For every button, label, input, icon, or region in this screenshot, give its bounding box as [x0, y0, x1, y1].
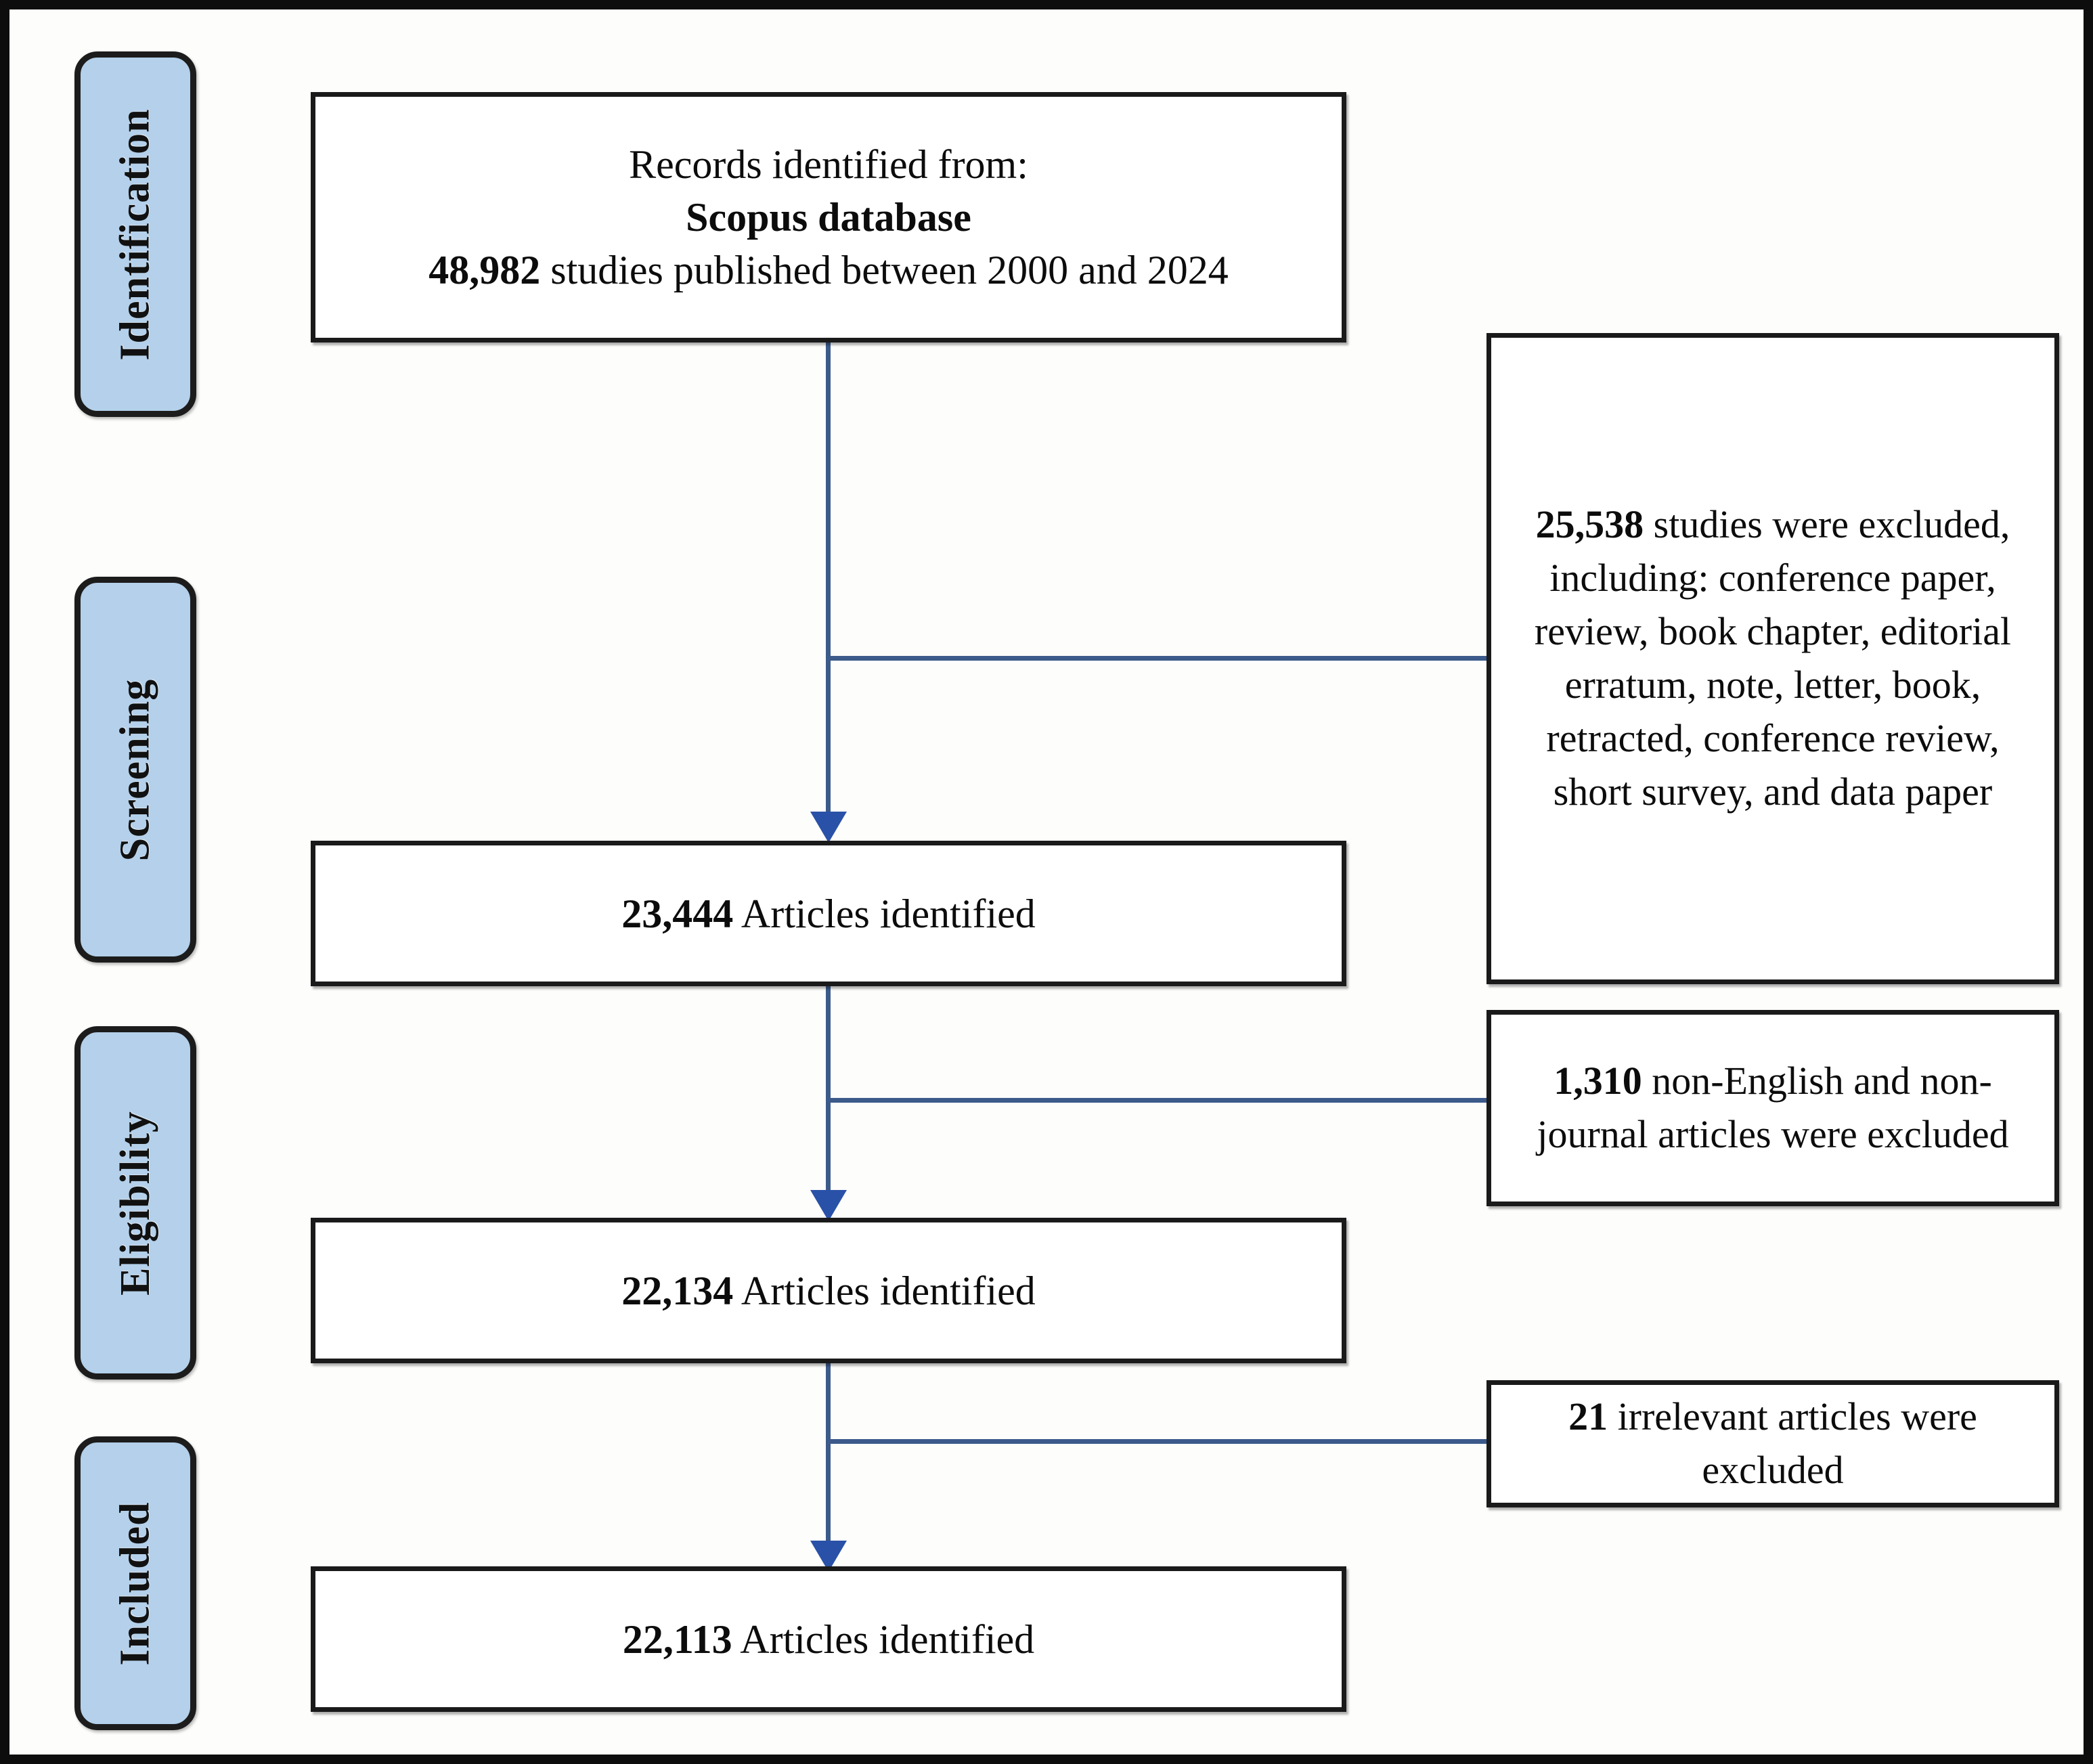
box-excluded-1310: 1,310 non-English and non-journal articl… [1486, 1010, 2059, 1206]
excluded-1310-count: 1,310 [1554, 1059, 1642, 1103]
box-records-identified-text: Records identified from: Scopus database… [428, 138, 1229, 296]
box-excluded-1310-text: 1,310 non-English and non-journal articl… [1503, 1055, 2042, 1162]
stage-chip-screening: Screening [74, 577, 196, 963]
box-articles-23444: 23,444 Articles identified [311, 841, 1346, 986]
articles-22113-count: 22,113 [622, 1616, 732, 1662]
arrowhead-to-23444 [810, 812, 847, 843]
articles-23444-count: 23,444 [621, 891, 734, 936]
excluded-1310-detail: non-English and non-journal articles wer… [1537, 1059, 2009, 1156]
stage-label-identification: Identification [112, 108, 158, 361]
box-articles-22113: 22,113 Articles identified [311, 1566, 1346, 1712]
box-records-identified: Records identified from: Scopus database… [311, 92, 1346, 343]
records-count: 48,982 [428, 248, 541, 292]
excluded-21-count: 21 [1568, 1394, 1608, 1439]
box-excluded-25538-text: 25,538 studies were excluded, including:… [1503, 498, 2042, 818]
box-excluded-21: 21 irrelevant articles were excluded [1486, 1380, 2059, 1507]
stage-label-eligibility: Eligibility [112, 1110, 158, 1296]
stage-chip-included: Included [74, 1436, 196, 1730]
records-line-1: Records identified from: [629, 142, 1028, 187]
branch-line-to-excluded-1310 [826, 1098, 1489, 1103]
arrowhead-to-22134 [810, 1190, 847, 1221]
stage-label-screening: Screening [112, 678, 158, 861]
excluded-21-detail: irrelevant articles were excluded [1608, 1394, 1977, 1492]
stage-chip-identification: Identification [74, 51, 196, 417]
connector-records-to-23444 [826, 341, 831, 835]
articles-22113-label: Articles identified [732, 1616, 1035, 1662]
records-line-3-rest: studies published between 2000 and 2024 [540, 248, 1229, 292]
box-articles-22113-text: 22,113 Articles identified [623, 1613, 1034, 1666]
excluded-25538-detail: studies were excluded, including: confer… [1534, 502, 2012, 814]
box-excluded-25538: 25,538 studies were excluded, including:… [1486, 333, 2059, 984]
box-articles-23444-text: 23,444 Articles identified [621, 887, 1036, 940]
stage-label-included: Included [112, 1501, 158, 1666]
articles-23444-label: Articles identified [733, 891, 1036, 936]
articles-22134-count: 22,134 [621, 1268, 734, 1313]
box-articles-22134-text: 22,134 Articles identified [621, 1264, 1036, 1317]
branch-line-to-excluded-25538 [826, 656, 1489, 661]
branch-line-to-excluded-21 [826, 1439, 1489, 1444]
articles-22134-label: Articles identified [733, 1268, 1036, 1313]
excluded-25538-count: 25,538 [1535, 502, 1644, 547]
box-excluded-21-text: 21 irrelevant articles were excluded [1503, 1390, 2042, 1497]
connector-22134-to-22113 [826, 1353, 831, 1570]
stage-chip-eligibility: Eligibility [74, 1026, 196, 1380]
box-articles-22134: 22,134 Articles identified [311, 1218, 1346, 1363]
records-line-2: Scopus database [686, 195, 971, 240]
